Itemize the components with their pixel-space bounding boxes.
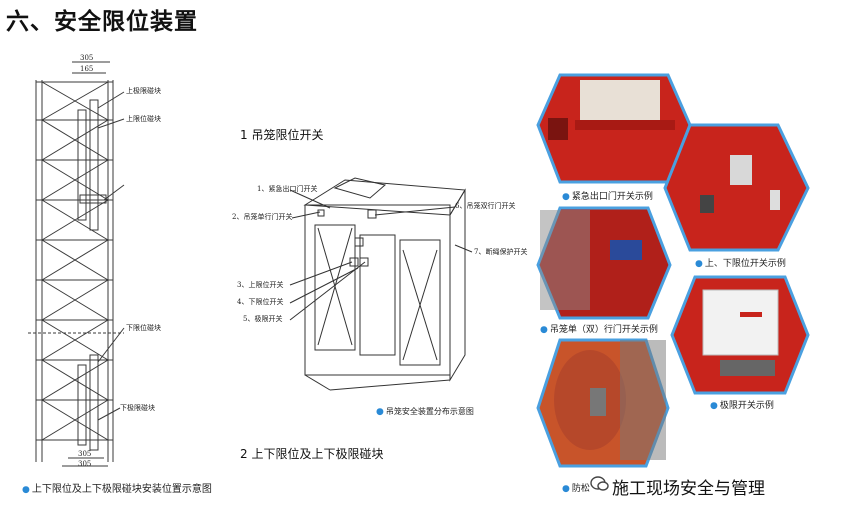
cage-label-1: 1、紧急出口门开关 [257, 185, 318, 193]
drop-icon: ● [22, 485, 30, 495]
cage-caption: ●吊笼安全装置分布示意图 [376, 406, 474, 417]
dim-bottom-305b: 305 [78, 460, 92, 468]
photo-limit-switch [670, 275, 810, 395]
caption-emergency-text: 紧急出口门开关示例 [571, 192, 653, 202]
label-lower-position-block: 下限位碰块 [126, 324, 161, 332]
label-lower-limit-block: 下极限碰块 [120, 404, 155, 412]
cage-label-3: 3、上限位开关 [237, 281, 284, 289]
left-caption-text: 上下限位及上下极限碰块安装位置示意图 [31, 484, 212, 495]
cage-caption-text: 吊笼安全装置分布示意图 [385, 407, 474, 416]
left-caption: ●上下限位及上下极限碰块安装位置示意图 [22, 480, 212, 495]
caption-upper-lower: ●上、下限位开关示例 [695, 256, 786, 269]
wechat-icon [590, 476, 609, 491]
photo-upper-lower-limit [663, 123, 810, 252]
heading-limit-blocks: 2 上下限位及上下极限碰块 [240, 447, 384, 461]
heading-cage-limit-switch: 1 吊笼限位开关 [240, 128, 324, 142]
cage-label-2: 2、吊笼单行门开关 [232, 213, 293, 221]
caption-rope: ●防松 [562, 481, 590, 494]
caption-cage-door: ●吊笼单（双）行门开关示例 [540, 322, 658, 335]
photo-emergency-door [536, 73, 692, 184]
caption-emergency: ●紧急出口门开关示例 [562, 189, 653, 202]
dim-bottom-305a: 305 [78, 450, 92, 458]
watermark: 施工现场安全与管理 [612, 479, 765, 499]
cage-label-5: 5、极限开关 [243, 315, 283, 323]
caption-limit: ●极限开关示例 [710, 398, 774, 411]
drop-icon: ● [710, 401, 718, 411]
drop-icon: ● [540, 325, 548, 335]
drop-icon: ● [695, 259, 703, 269]
page-title: 六、安全限位装置 [6, 8, 198, 35]
dim-top-165: 165 [80, 65, 94, 73]
drop-icon: ● [376, 407, 384, 417]
cage-label-6: 6、吊笼双行门开关 [455, 202, 516, 210]
label-upper-limit-block: 上极限碰块 [126, 87, 161, 95]
photo-cage-door [536, 206, 672, 320]
caption-cage-door-text: 吊笼单（双）行门开关示例 [549, 325, 658, 335]
label-upper-position-block: 上限位碰块 [126, 115, 161, 123]
drop-icon: ● [562, 484, 570, 494]
dim-top-305: 305 [80, 54, 94, 62]
cage-label-4: 4、下限位开关 [237, 298, 284, 306]
cage-label-7: 7、断绳保护开关 [474, 248, 528, 256]
caption-rope-text: 防松 [571, 484, 590, 494]
photo-rope-switch [536, 338, 670, 468]
caption-upper-lower-text: 上、下限位开关示例 [704, 259, 786, 269]
drop-icon: ● [562, 192, 570, 202]
caption-limit-text: 极限开关示例 [719, 401, 774, 411]
